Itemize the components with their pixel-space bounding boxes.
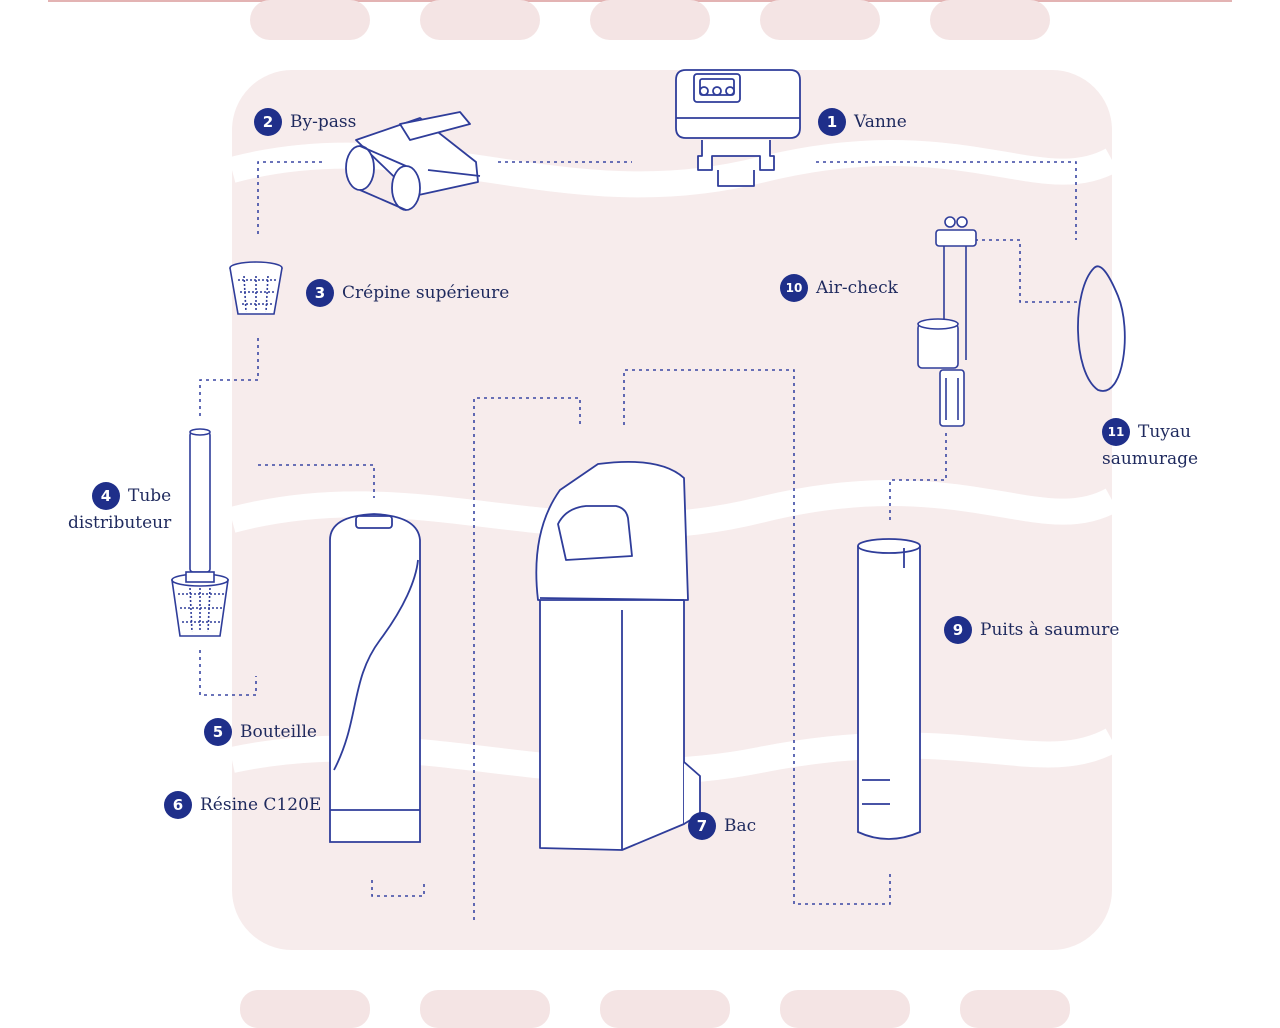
part-number-badge: 3 bbox=[306, 279, 334, 307]
brine-well-icon bbox=[857, 538, 921, 840]
resin-tank-icon bbox=[329, 513, 421, 843]
part-name: Crépine supérieure bbox=[342, 283, 510, 303]
part-number-badge: 10 bbox=[780, 274, 808, 302]
part-label-crepine: 3 Crépine supérieure bbox=[306, 279, 509, 307]
part-name: Air-check bbox=[816, 278, 898, 298]
part-number-badge: 9 bbox=[944, 616, 972, 644]
control-valve-icon bbox=[675, 69, 801, 187]
part-label-bouteille: 5 Bouteille bbox=[204, 718, 317, 746]
air-check-icon bbox=[917, 216, 977, 427]
part-number-badge: 11 bbox=[1102, 418, 1130, 446]
part-number-badge: 1 bbox=[818, 108, 846, 136]
part-name-line-2: distributeur bbox=[68, 513, 172, 533]
distributor-tube-icon bbox=[171, 428, 229, 637]
part-name-line-1: Tube bbox=[128, 485, 172, 506]
part-label-tube: 4 Tube distributeur bbox=[68, 482, 171, 537]
part-number-badge: 2 bbox=[254, 108, 282, 136]
upper-strainer-icon bbox=[229, 261, 283, 315]
part-name-line-1: Tuyau bbox=[1138, 421, 1191, 442]
connector-lines bbox=[199, 161, 1078, 920]
brine-hose-icon bbox=[1077, 265, 1126, 392]
part-label-puits: 9 Puits à saumure bbox=[944, 616, 1119, 644]
part-number-badge: 5 bbox=[204, 718, 232, 746]
part-label-bypass: 2 By-pass bbox=[254, 108, 356, 136]
brine-cabinet-icon bbox=[535, 461, 701, 851]
part-name: By-pass bbox=[290, 112, 357, 132]
part-number-badge: 6 bbox=[164, 791, 192, 819]
part-name: Résine C120E bbox=[200, 795, 322, 815]
part-name-line-2: saumurage bbox=[1102, 449, 1199, 469]
part-number-badge: 4 bbox=[92, 482, 121, 510]
part-label-resine: 6 Résine C120E bbox=[164, 791, 321, 819]
part-number-badge: 7 bbox=[688, 812, 716, 840]
part-name: Bouteille bbox=[240, 722, 317, 742]
part-label-vanne: 1 Vanne bbox=[818, 108, 907, 136]
bypass-icon bbox=[345, 111, 481, 211]
part-label-tuyau: 11 Tuyau saumurage bbox=[1102, 418, 1198, 473]
watermark-lettering bbox=[240, 0, 1070, 1028]
part-label-bac: 7 Bac bbox=[688, 812, 756, 840]
part-name: Puits à saumure bbox=[980, 620, 1120, 640]
part-label-air-check: 10 Air-check bbox=[780, 274, 898, 302]
part-name: Vanne bbox=[854, 112, 907, 132]
part-name: Bac bbox=[724, 816, 757, 836]
